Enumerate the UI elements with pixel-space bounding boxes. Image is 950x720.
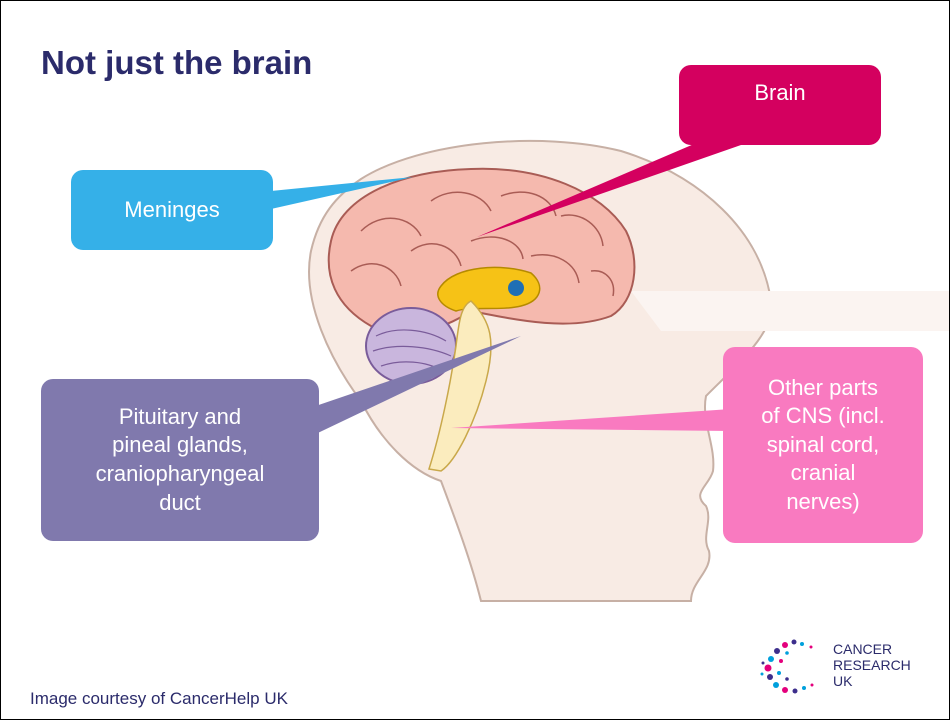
logo-text-line1: CANCER	[833, 641, 892, 657]
other-cns-callout: Other parts of CNS (incl. spinal cord, c…	[723, 347, 923, 543]
meninges-callout: Meninges	[71, 170, 273, 250]
logo-text-line2: RESEARCH	[833, 657, 911, 673]
pituitary-callout: Pituitary and pineal glands, craniophary…	[41, 379, 319, 541]
pineal-dot	[508, 280, 524, 296]
image-credit: Image courtesy of CancerHelp UK	[30, 689, 288, 709]
logo-text-line3: UK	[833, 673, 852, 689]
slide-title: Not just the brain	[41, 44, 312, 82]
brain-callout: Brain	[679, 65, 881, 145]
logo-mark	[761, 640, 814, 694]
face-band	[631, 291, 949, 331]
